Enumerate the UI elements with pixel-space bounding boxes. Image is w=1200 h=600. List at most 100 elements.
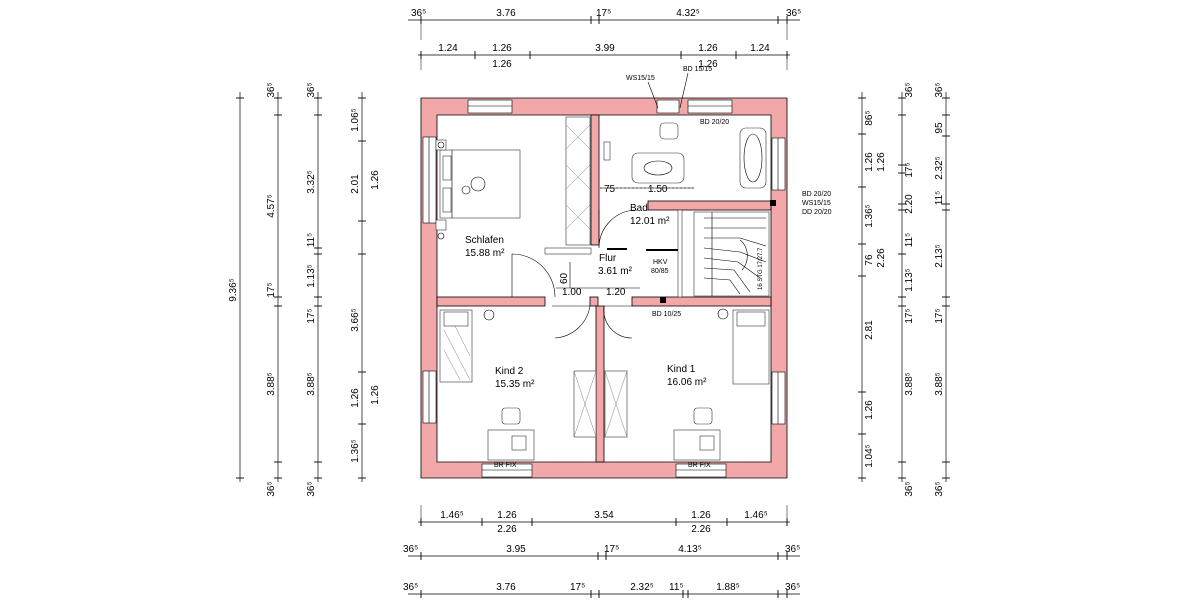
room-area-flur: 3.61 m² [598,266,633,277]
dim-label: 1.24 [750,43,770,54]
dim-label: 1.13⁵ [904,268,915,292]
dim-label: 1.04⁵ [864,444,875,468]
room-area-schlafen: 15.88 m² [465,248,505,259]
dim-label: 3.76 [496,8,516,19]
dim-label: 3.95 [506,544,526,555]
dim-label: 95 [934,122,945,134]
dim-label: 1.36⁵ [350,439,361,463]
interior-wall [590,114,600,246]
dim-label: 36⁵ [934,481,945,496]
room-area-kind2: 15.35 m² [495,379,535,390]
towel-rail [603,141,611,161]
room-name-kind2: Kind 2 [495,366,524,377]
dim-label: 76 [864,254,875,266]
dim-label: 36⁵ [785,544,800,555]
dim-label: 3.66⁵ [350,308,361,332]
dim-label: 3.76 [496,582,516,593]
bottom-dimension-chain-2: 36⁵ 3.95 17⁵ 4.13⁵ 36⁵ [403,544,800,560]
room-name-schlafen: Schlafen [465,235,504,246]
dim-label: 86⁵ [864,110,875,125]
room-labels: Schlafen 15.88 m² Bad 12.01 m² Flur 3.61… [465,203,707,390]
dim-label: 2.81 [864,320,875,340]
dim-label: 1.26 [698,59,718,70]
dim-label: 1.26 [492,59,512,70]
annotation-hkv: HKV [653,259,668,266]
annotations: WS15/15 BD 15/15 BD 20/20 BD 20/20 WS15/… [494,66,832,469]
dim-label: 1.26 [876,152,887,172]
wardrobe [565,116,591,246]
room-name-bad: Bad [630,203,648,214]
partition [544,247,592,255]
annotation-bd-right: BD 20/20 [802,191,831,198]
right-dimension-chain-3: 36⁵ 95 2.32⁵ 11⁵ 2.13⁵ 17⁵ 3.88⁵ 36⁵ [934,82,950,497]
dim-label: 3.88⁵ [934,372,945,396]
left-dimension-chain-3: 36⁵ 3.32⁵ 11⁵ 1.13⁵ 17⁵ 3.88⁵ 36⁵ [306,82,322,497]
window-details [428,105,779,471]
interior-wall [436,296,546,307]
dim-label: 11⁵ [904,233,915,248]
dim-label: 36⁵ [266,82,277,97]
dim-label: 4.13⁵ [678,544,702,555]
dim-label: 36⁵ [266,481,277,496]
dim-label: 1.13⁵ [306,264,317,288]
dim-label: 1.06⁵ [350,108,361,132]
kind2-furniture [439,309,597,461]
dim-label: 3.32⁵ [306,170,317,194]
dim-label: 17⁵ [596,8,611,19]
right-dimension-chain-1: 86⁵ 1.26 1.36⁵ 76 2.81 1.26 1.04⁵ [858,92,875,482]
room-area-kind1: 16.06 m² [667,377,707,388]
annotation-bd-top: BD 15/15 [683,66,712,73]
bottom-dimension-chain-1: 1.46⁵ 1.26 3.54 1.26 1.46⁵ 2.26 2.26 [418,510,790,535]
bathtub [739,127,767,189]
bottom-dimension-chain-3: 36⁵ 3.76 17⁵ 2.32⁵ 11⁵ 1.88⁵ 36⁵ [403,582,800,598]
dim-label: 2.32⁵ [934,156,945,180]
room-name-flur: Flur [599,253,617,264]
interior-wall [647,200,772,211]
dim-label: 17⁵ [904,162,915,177]
dim-label: 36⁵ [934,82,945,97]
dim-label: 2.20 [904,194,915,214]
annotation-bd-1025: BD 10/25 [652,311,681,318]
dim-label: 36⁵ [306,481,317,496]
dim-label: 2.13⁵ [934,244,945,268]
dim-label: 3.54 [594,510,614,521]
dim-label: 36⁵ [904,82,915,97]
dim-label: 17⁵ [266,282,277,297]
chair-kind2 [501,407,521,425]
annotation-brfix-right: BR FIX [688,462,711,469]
kind1-furniture [604,308,770,461]
interior-wall [631,296,772,307]
dim-label: 1.26 [698,43,718,54]
annotation-75: 75 [604,184,616,195]
dim-label: 4.57⁵ [266,194,277,218]
dim-label: 17⁵ [570,582,585,593]
dim-label: 2.01 [350,174,361,194]
dim-label: 4.32⁵ [676,8,700,19]
room-area-bad: 12.01 m² [630,216,670,227]
annotation-60: 60 [559,272,570,284]
dim-label: 2.26 [497,524,517,535]
dim-label: 2.26 [876,248,887,268]
dim-label: 2.32⁵ [630,582,654,593]
annotation-stair: 16 STG 17/27.7 [758,247,764,290]
room-name-kind1: Kind 1 [667,364,696,375]
dim-label: 3.99 [595,43,615,54]
dim-label: 36⁵ [411,8,426,19]
dim-label: 1.26 [864,152,875,172]
left-dimension-total: 9.36⁵ [228,92,244,482]
bathroom-fixtures [600,122,767,189]
annotation-dd-right: DD 20/20 [802,209,832,216]
flur-dimension-lines [556,187,694,289]
dim-label: 36⁵ [785,582,800,593]
dim-label: 11⁵ [669,582,684,593]
door-kind2 [552,305,591,339]
dim-label: 1.26 [350,388,361,408]
dim-label: 36⁵ [403,582,418,593]
annotation-ws-top: WS15/15 [626,75,655,82]
dim-label: 1.46⁵ [744,510,768,521]
dim-label: 17⁵ [934,308,945,323]
dim-label: 1.26 [497,510,517,521]
partition [677,209,683,298]
dim-label: 1.46⁵ [440,510,464,521]
